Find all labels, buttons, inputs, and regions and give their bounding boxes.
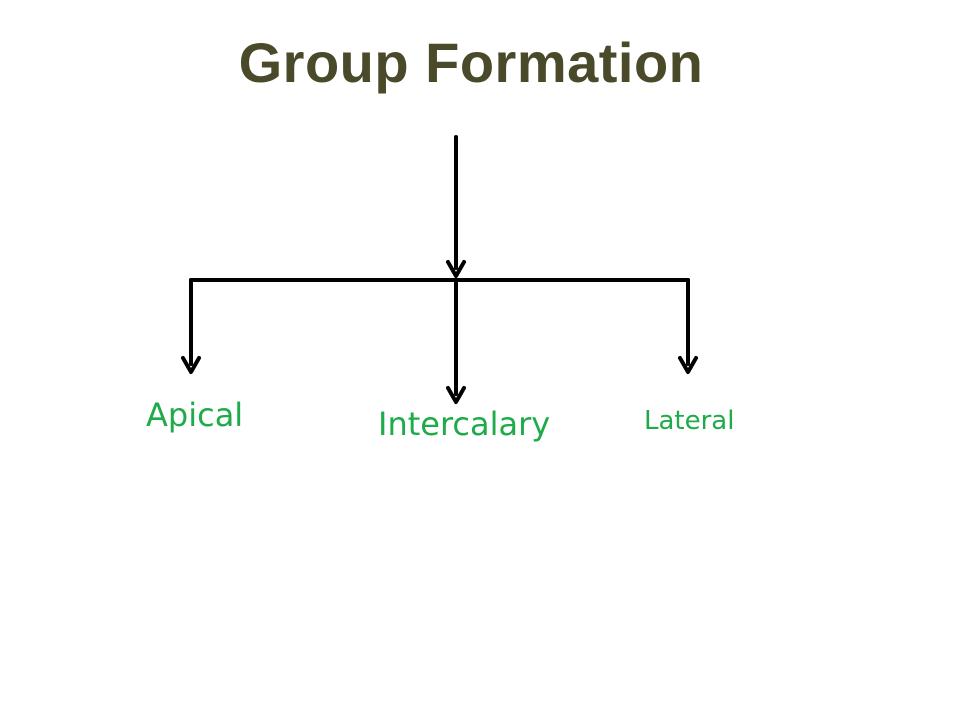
node-label-lateral: Lateral <box>644 406 735 436</box>
stem-arrowhead <box>446 260 466 278</box>
arrowhead-apical <box>181 356 201 374</box>
slide-title: Group Formation <box>238 31 704 94</box>
node-label-intercalary: Intercalary <box>378 405 551 443</box>
node-label-apical: Apical <box>146 396 244 434</box>
arrowhead-lateral <box>678 356 698 374</box>
arrowhead-intercalary <box>446 386 466 404</box>
